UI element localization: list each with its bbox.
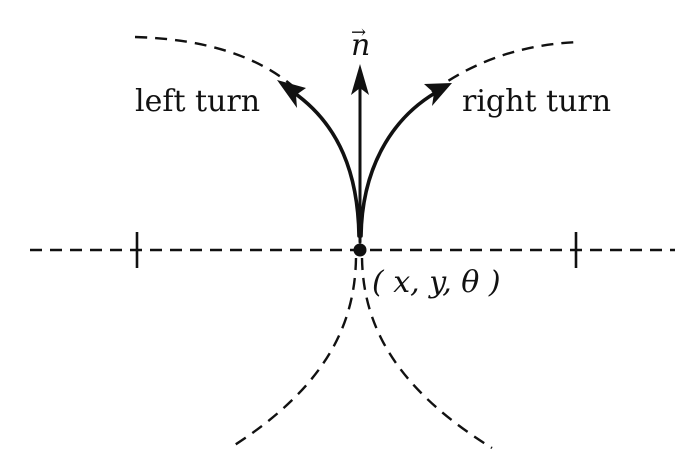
right-turn-arrowhead [424, 83, 452, 106]
right-lower-dashed-arc [360, 257, 493, 450]
right-turn-label: right turn [462, 84, 611, 119]
normal-vector-label: n [351, 28, 370, 63]
normal-vector-accent: → [351, 22, 366, 43]
state-point [353, 243, 367, 257]
state-label: ( x, y, θ ) [372, 265, 501, 300]
left-turn-arrowhead [277, 80, 306, 108]
left-turn-arrow [291, 90, 361, 238]
left-lower-dashed-arc [229, 257, 358, 450]
left-turn-label: left turn [135, 84, 260, 119]
normal-vector-arrowhead [351, 64, 369, 95]
left-upper-dashed-arc [134, 35, 296, 89]
right-turn-arrow [359, 91, 437, 238]
